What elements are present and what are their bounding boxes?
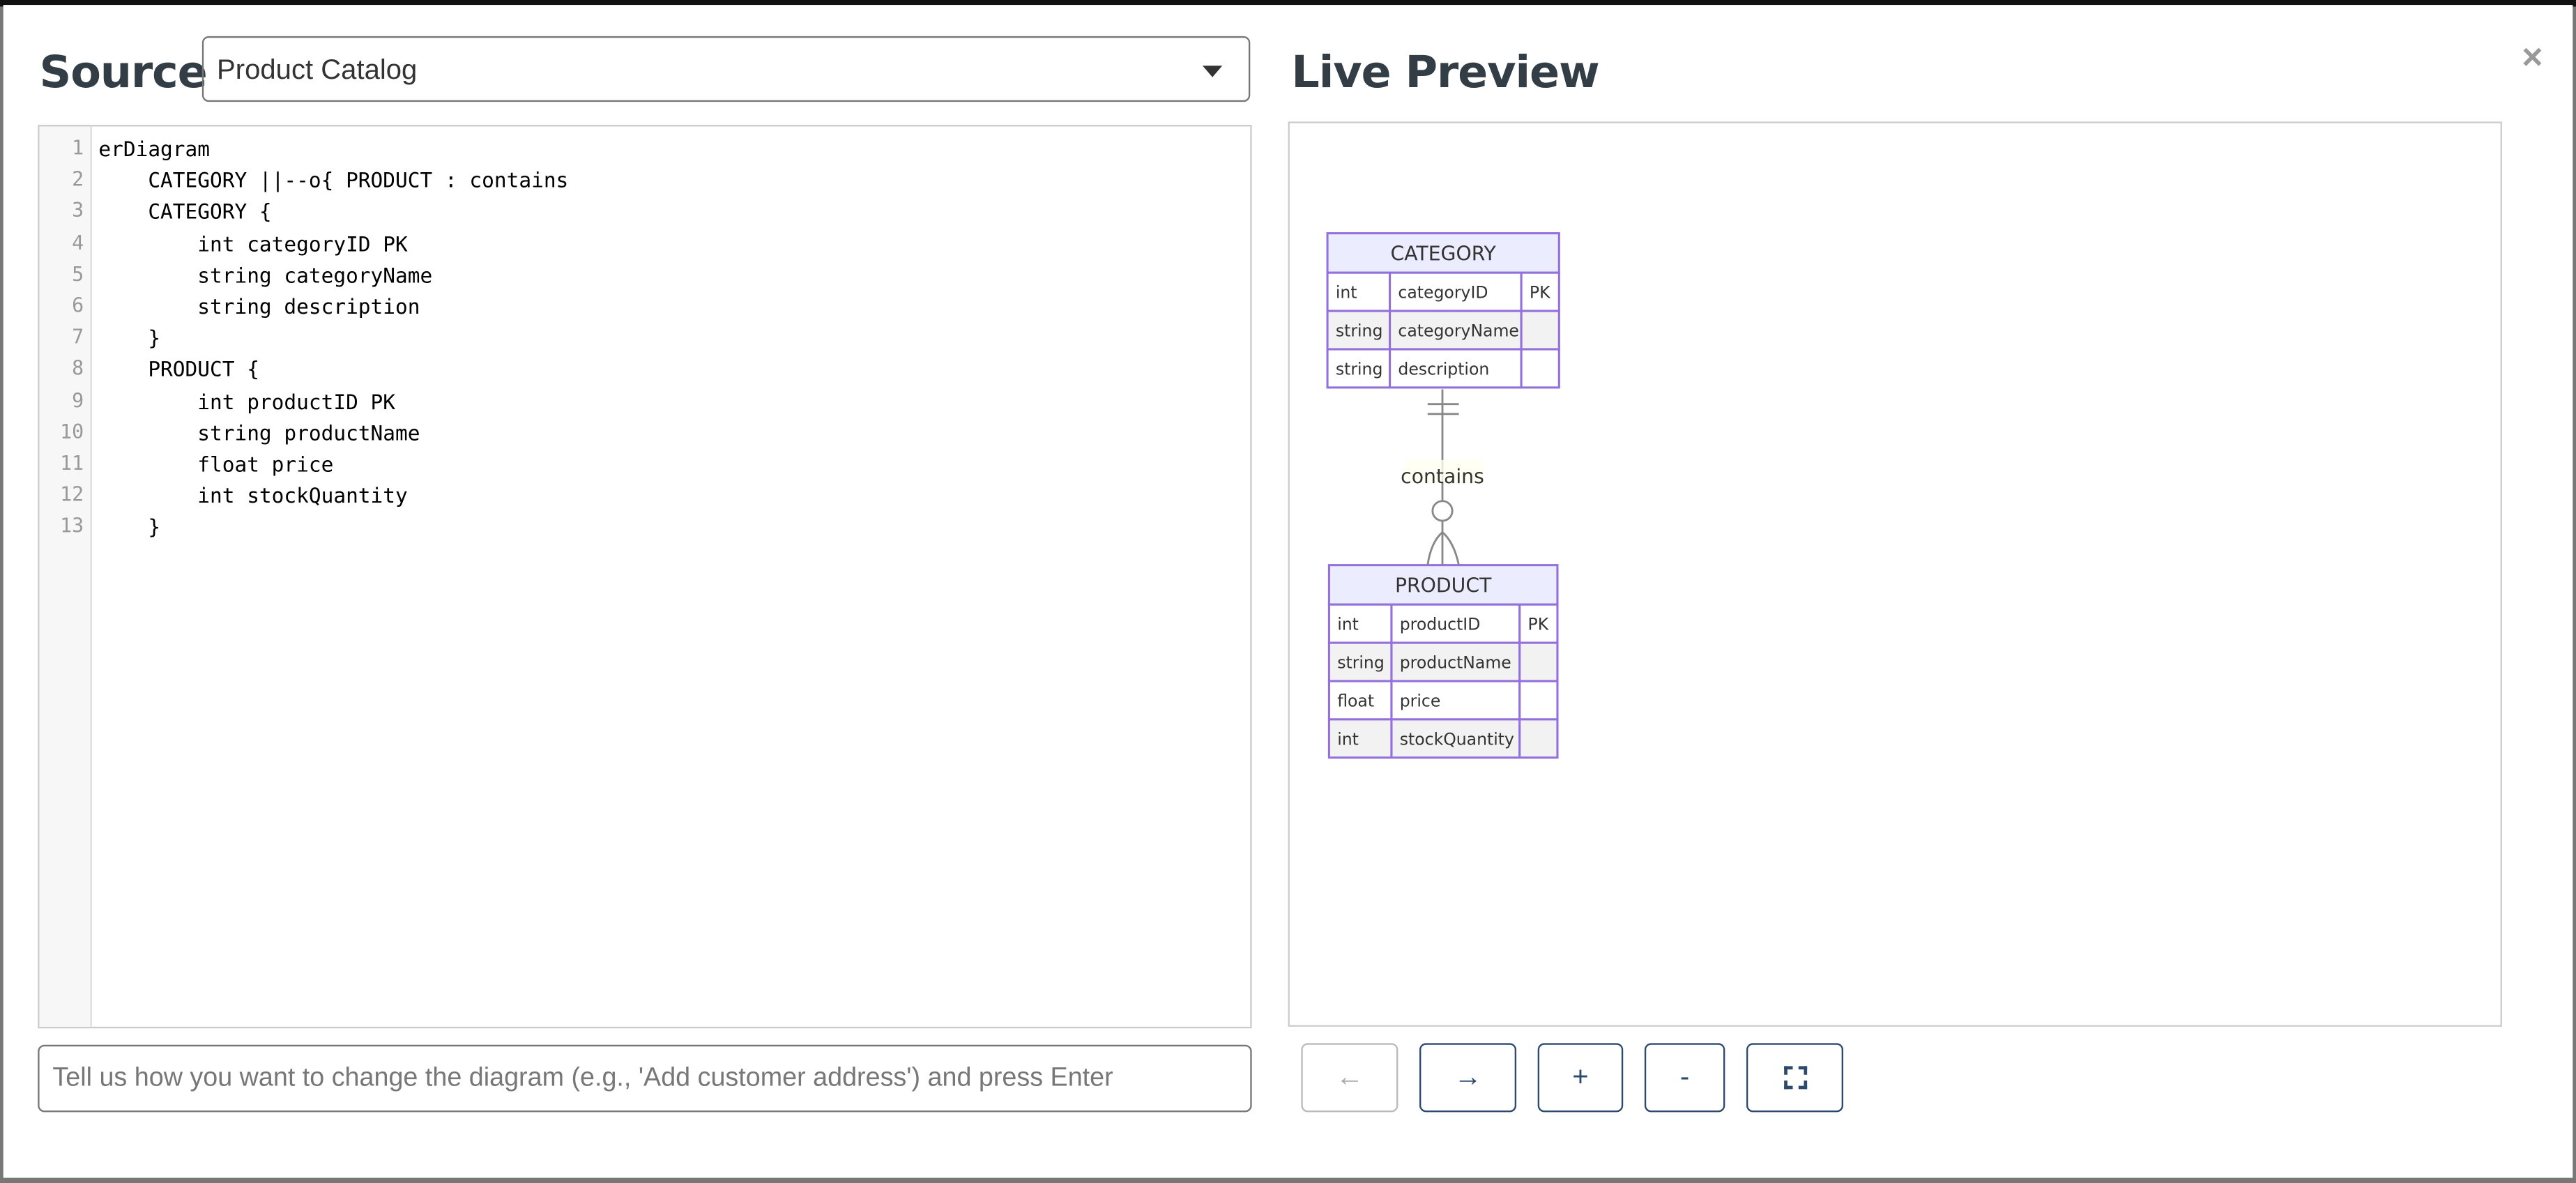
chevron-down-icon xyxy=(1202,66,1223,77)
code-line: erDiagram xyxy=(98,136,211,161)
preview-title: Live Preview xyxy=(1291,47,1600,99)
code-line: } xyxy=(98,326,161,351)
code-line: int categoryID PK xyxy=(98,231,408,256)
zoom-in-button[interactable]: + xyxy=(1537,1043,1624,1113)
diagram-select-value: Product Catalog xyxy=(217,54,418,86)
line-number: 5 xyxy=(72,262,84,286)
line-number: 2 xyxy=(72,167,84,191)
fit-screen-button[interactable] xyxy=(1746,1043,1843,1113)
live-preview-canvas[interactable] xyxy=(1288,121,2502,1027)
back-button[interactable]: ← xyxy=(1301,1043,1398,1113)
code-line: CATEGORY { xyxy=(98,199,272,224)
line-number: 3 xyxy=(72,199,84,223)
fullscreen-icon xyxy=(1783,1066,1806,1090)
line-number: 10 xyxy=(60,420,84,443)
close-icon[interactable]: × xyxy=(2522,36,2543,77)
code-line: string categoryName xyxy=(98,262,433,287)
source-title: Source xyxy=(39,47,208,99)
line-number: 6 xyxy=(72,293,84,317)
change-request-input[interactable] xyxy=(38,1044,1252,1113)
line-number: 7 xyxy=(72,326,84,349)
code-line: int stockQuantity xyxy=(98,483,408,508)
line-number: 11 xyxy=(60,452,84,475)
line-number: 4 xyxy=(72,231,84,254)
code-line: string description xyxy=(98,293,420,319)
top-edge xyxy=(0,0,2576,7)
code-line: float price xyxy=(98,452,334,477)
code-line: PRODUCT { xyxy=(98,357,259,382)
line-number: 9 xyxy=(72,388,84,412)
code-line: string productName xyxy=(98,420,420,445)
line-number: 13 xyxy=(60,514,84,538)
code-line: int productID PK xyxy=(98,388,396,413)
diagram-editor-modal xyxy=(3,5,2573,1178)
line-number: 8 xyxy=(72,357,84,381)
forward-button[interactable]: → xyxy=(1419,1043,1517,1113)
code-line: } xyxy=(98,514,161,540)
zoom-out-button[interactable]: - xyxy=(1644,1043,1725,1113)
line-number: 12 xyxy=(60,483,84,507)
diagram-select[interactable]: Product Catalog xyxy=(201,36,1251,102)
code-line: CATEGORY ||--o{ PRODUCT : contains xyxy=(98,167,569,193)
line-number: 1 xyxy=(72,136,84,160)
